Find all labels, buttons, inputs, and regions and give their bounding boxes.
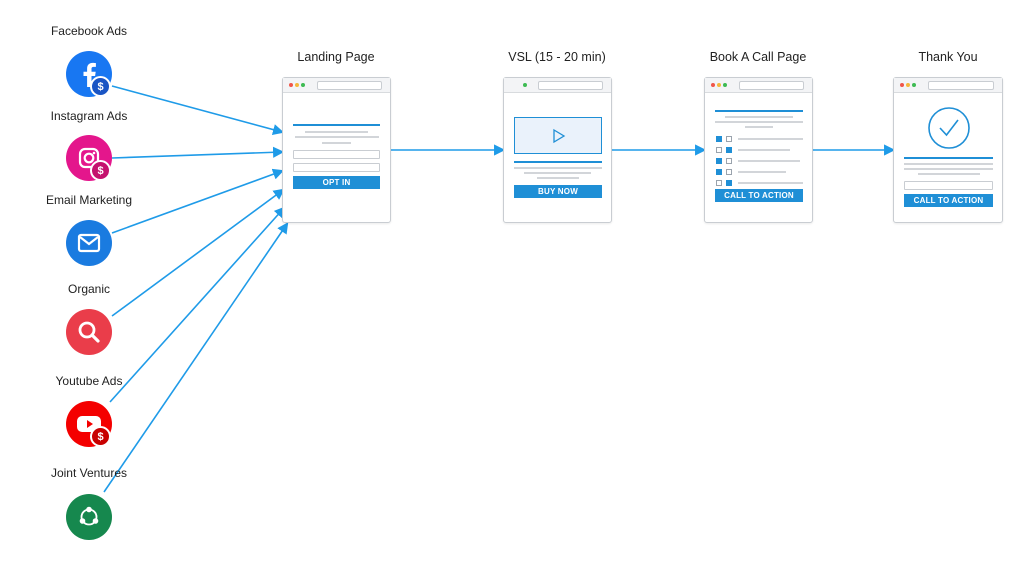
buy-now-button: BUY NOW xyxy=(514,185,602,198)
source-label-facebook: Facebook Ads xyxy=(50,24,128,38)
checkmark-icon xyxy=(928,107,970,149)
browser-toolbar xyxy=(283,78,390,93)
instagram-icon xyxy=(66,135,112,181)
arrow-email-to-landing xyxy=(111,168,285,234)
search-icon xyxy=(66,309,112,355)
arrow-facebook-to-landing xyxy=(111,85,285,136)
share-icon xyxy=(66,494,112,540)
address-bar xyxy=(928,81,994,90)
opt-in-button: OPT IN xyxy=(293,176,380,189)
play-icon xyxy=(553,128,566,144)
arrow-organic-to-landing xyxy=(111,188,285,317)
landing-page-mockup: OPT IN xyxy=(282,77,391,223)
input-field xyxy=(904,181,993,190)
address-bar xyxy=(739,81,804,90)
stage-label-thank-you: Thank You xyxy=(918,50,978,64)
source-label-instagram: Instagram Ads xyxy=(50,109,128,123)
call-to-action-button: CALL TO ACTION xyxy=(715,189,803,202)
email-icon xyxy=(66,220,112,266)
source-label-youtube: Youtube Ads xyxy=(55,374,123,388)
arrow-instagram-to-landing xyxy=(111,146,285,159)
thank-you-page-mockup: CALL TO ACTION xyxy=(893,77,1003,223)
name-field xyxy=(293,150,380,159)
video-player xyxy=(514,117,602,154)
source-label-email: Email Marketing xyxy=(45,193,133,207)
stage-label-book-a-call: Book A Call Page xyxy=(709,50,807,64)
email-field xyxy=(293,163,380,172)
call-to-action-button: CALL TO ACTION xyxy=(904,194,993,207)
source-label-joint-ventures: Joint Ventures xyxy=(50,466,128,480)
book-a-call-page-mockup: CALL TO ACTION xyxy=(704,77,813,223)
stage-label-landing-page: Landing Page xyxy=(297,50,375,64)
arrow-jv-to-landing xyxy=(103,222,289,493)
address-bar xyxy=(317,81,382,90)
source-label-organic: Organic xyxy=(67,282,111,296)
browser-toolbar xyxy=(504,78,611,93)
stage-label-vsl: VSL (15 - 20 min) xyxy=(508,50,606,64)
dollar-badge-icon: $ xyxy=(90,160,111,181)
browser-toolbar xyxy=(894,78,1002,93)
dollar-badge-icon: $ xyxy=(90,76,111,97)
browser-toolbar xyxy=(705,78,812,93)
dollar-badge-icon: $ xyxy=(90,426,111,447)
arrow-youtube-to-landing xyxy=(109,206,286,403)
address-bar xyxy=(538,81,603,90)
vsl-page-mockup: BUY NOW xyxy=(503,77,612,223)
